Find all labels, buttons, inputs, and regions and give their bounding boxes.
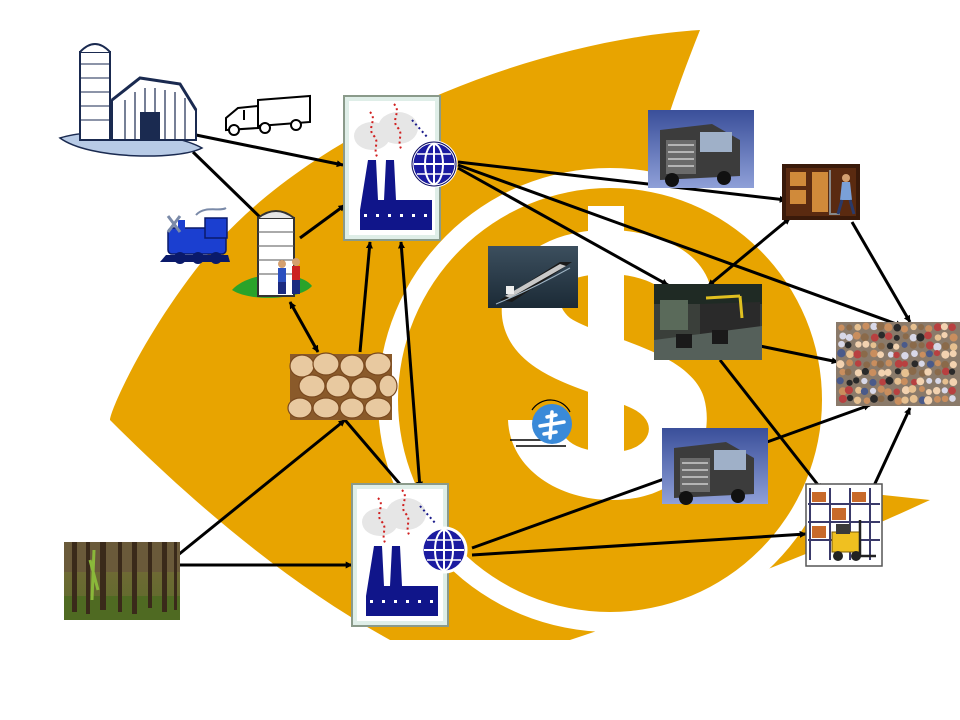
stacked-logs-photo-icon <box>287 352 398 420</box>
arrow-worker-to-crowd <box>850 221 912 323</box>
arrow-forest-to-logs <box>177 418 346 557</box>
connector-arrows <box>177 133 912 569</box>
dollar-sign <box>501 206 712 500</box>
arrow-factory-top-bottom-both <box>397 241 424 489</box>
barge-ship-photo-icon <box>488 246 578 308</box>
arrow-factory-bottom-to-forklift <box>471 530 807 557</box>
forklift-warehouse-icon <box>805 483 883 567</box>
crowd-photo-icon <box>836 322 960 406</box>
arrow-farm-to-factory-top <box>195 133 344 168</box>
arrow-silo-to-factory-top <box>299 203 346 240</box>
arrow-worker-dock-both <box>707 216 791 288</box>
semi-truck-photo-icon <box>648 110 754 188</box>
arrow-factory-top-to-crowd <box>457 163 903 328</box>
arrow-silo-logs-both <box>288 301 320 353</box>
farm-barn-silo-icon <box>58 43 204 157</box>
arrow-factory-top-to-worker <box>457 160 787 203</box>
arrow-forklift-to-crowd <box>870 407 912 491</box>
forest-photo-icon <box>64 542 180 620</box>
arrow-logs-to-factory-top <box>358 241 373 353</box>
steam-train-icon <box>160 207 230 264</box>
warehouse-worker-hand-truck-icon <box>782 164 860 220</box>
arrow-dock-to-crowd <box>759 344 839 365</box>
factory-with-globe-icon <box>351 483 468 627</box>
factory-with-globe-icon <box>343 95 458 241</box>
airplane-icon <box>510 399 572 447</box>
arrow-farm-to-silo <box>191 150 267 224</box>
semi-truck-photo-icon <box>662 428 768 505</box>
truck-clipart-icon <box>225 94 311 136</box>
arrow-dock-to-forklift <box>718 359 824 491</box>
arrow-factory-top-to-dock <box>457 166 669 287</box>
arrow-logs-to-factory-bottom <box>343 419 407 491</box>
loading-dock-photo-icon <box>654 284 762 360</box>
grain-silo-with-farmers-icon <box>232 210 312 298</box>
